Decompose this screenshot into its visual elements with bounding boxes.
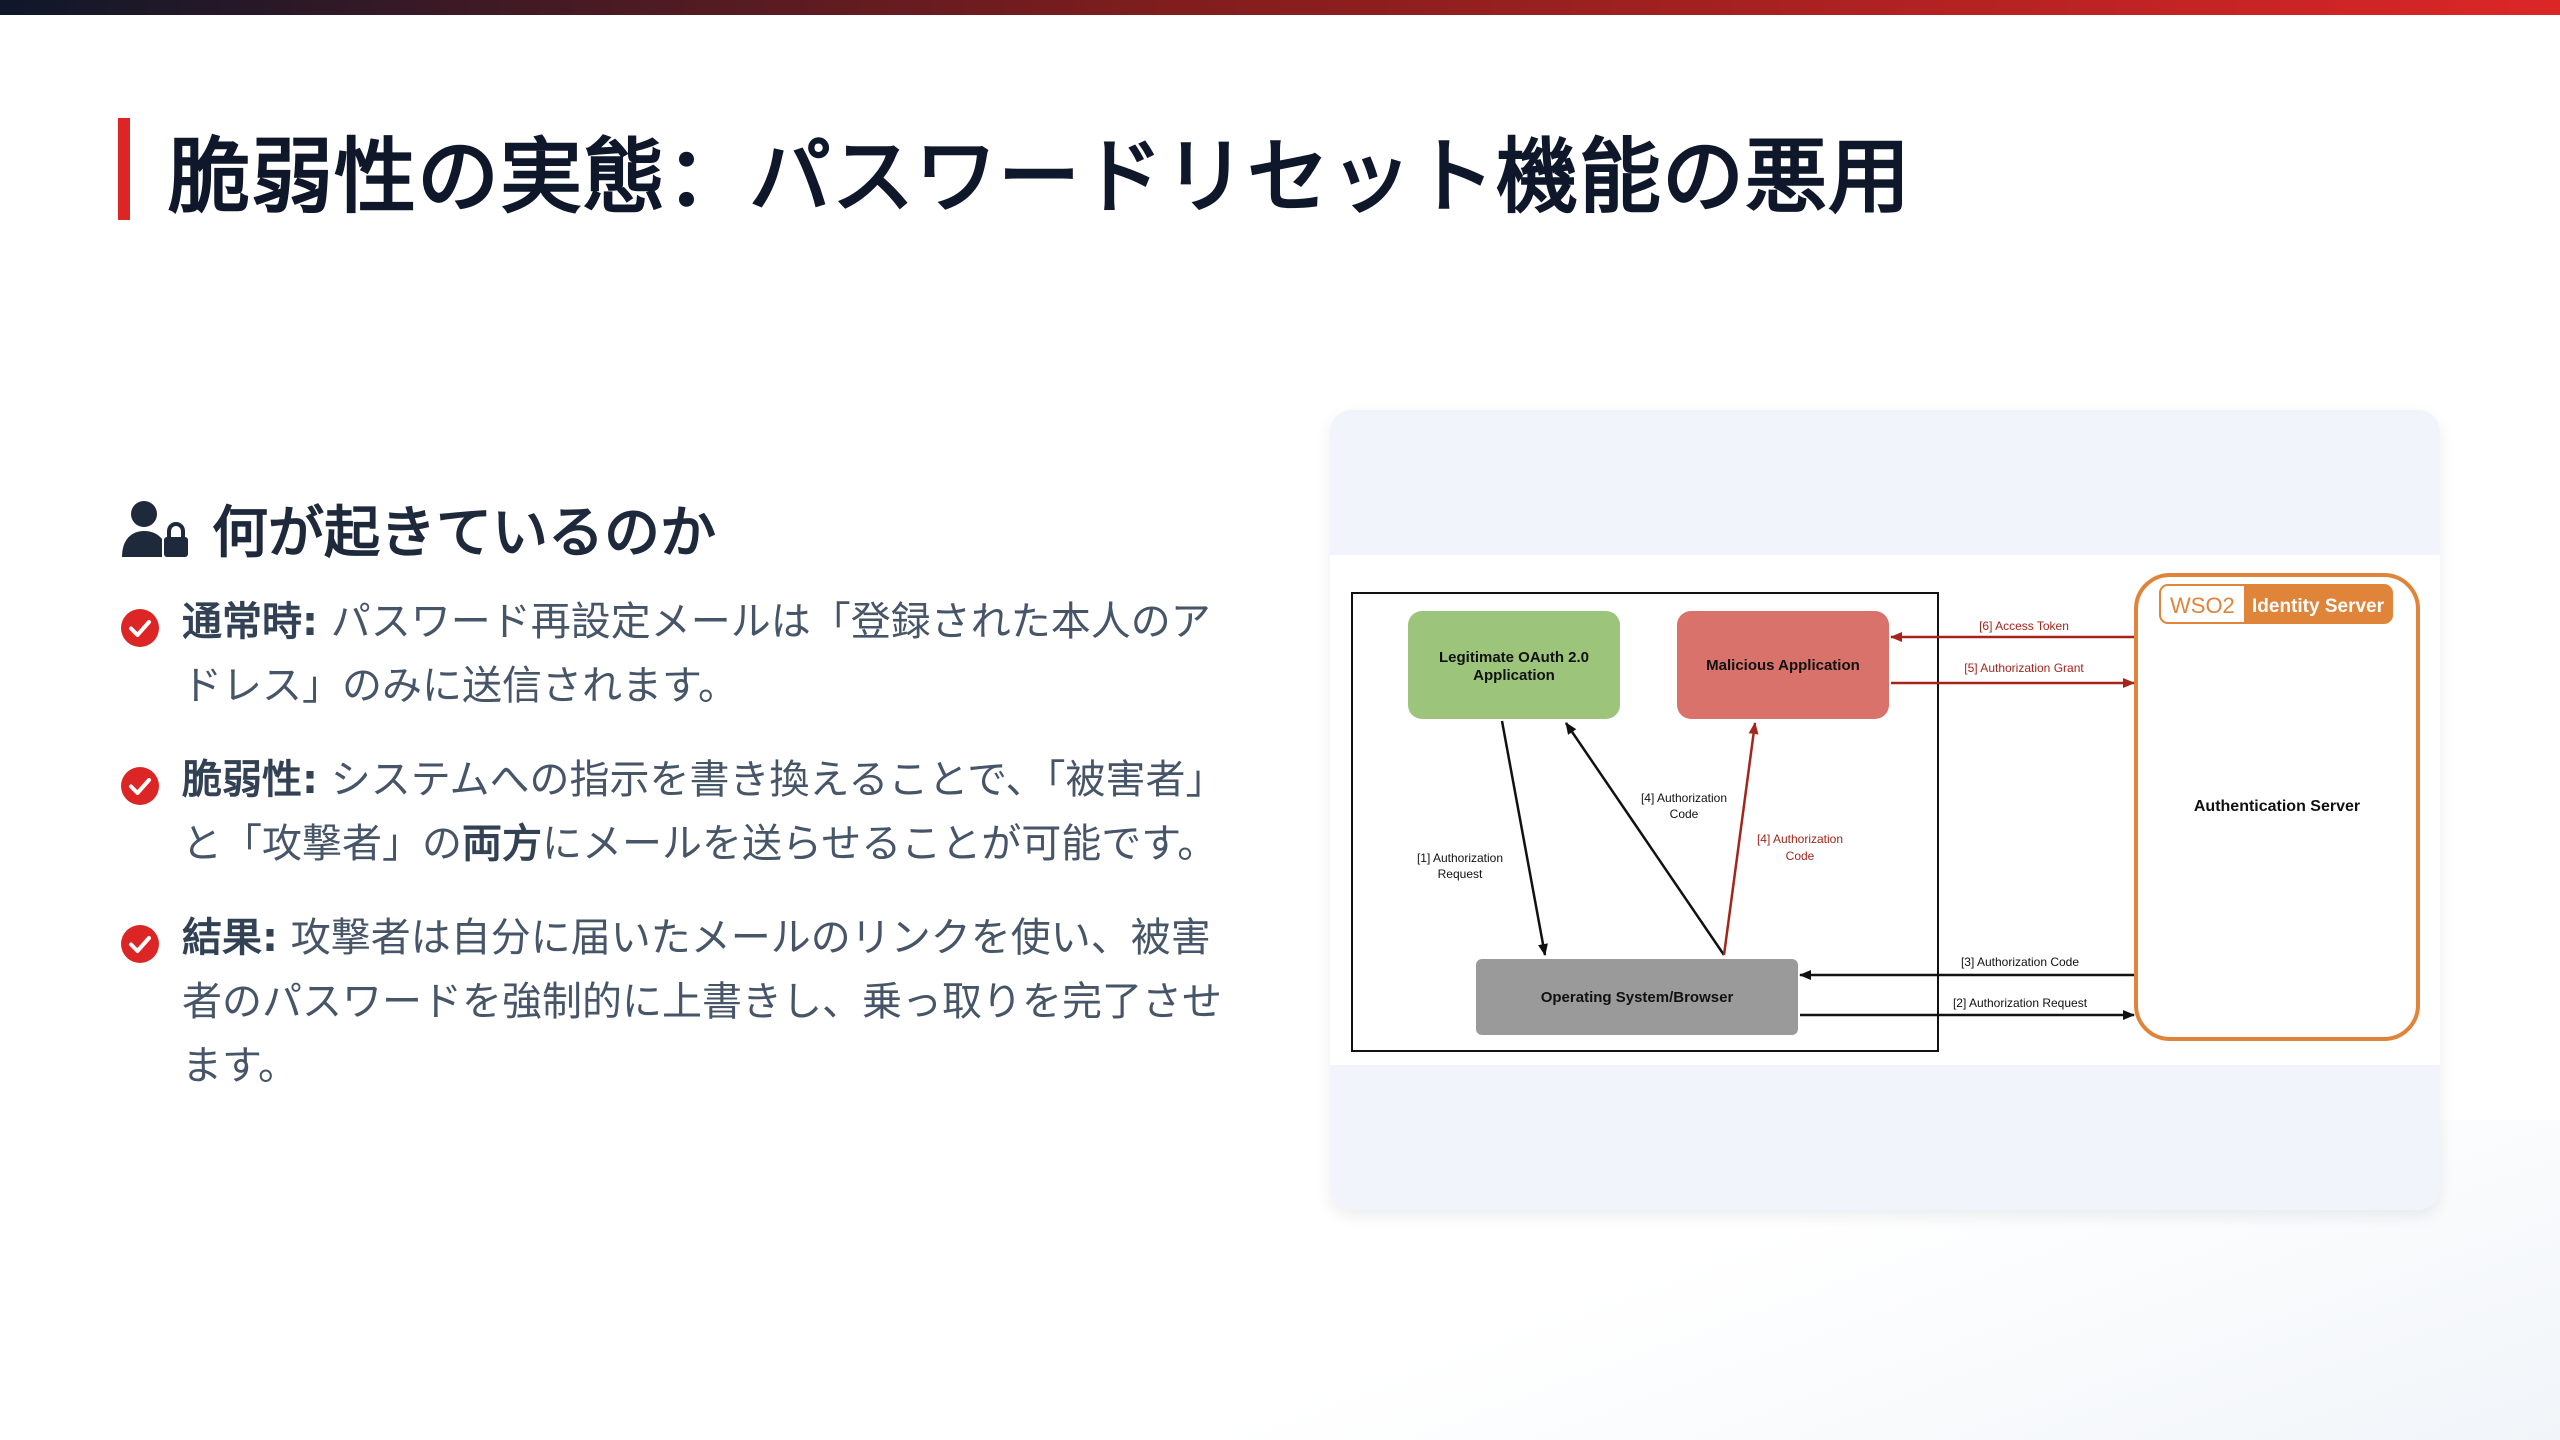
point-list: 通常時: パスワード再設定メールは「登録された本人のアドレス」のみに送信されます… <box>120 590 1240 1128</box>
arrow-authorization-code-malicious <box>1722 722 1759 956</box>
arrow-label: Code <box>1786 849 1815 863</box>
identity-server-text: Identity Server <box>2252 596 2385 617</box>
wso2-text: WSO2 <box>2170 593 2235 618</box>
point-text: 脆弱性: システムへの指示を書き換えることで、「被害者」と「攻撃者」の両方にメー… <box>182 748 1240 876</box>
user-lock-icon <box>122 500 188 557</box>
malicious-app-box <box>1677 611 1889 719</box>
oauth-flow-svg: Legitimate OAuth 2.0 Application Malicio… <box>1351 573 2420 1052</box>
arrow-authorization-request-1 <box>1500 720 1548 956</box>
wso2-logo: WSO2 Identity Server <box>2159 584 2393 624</box>
legit-app-label: Application <box>1473 667 1555 684</box>
arrow-label: [1] Authorization <box>1417 851 1503 865</box>
client-frame <box>1351 592 1939 1052</box>
os-browser-box <box>1476 959 1798 1035</box>
arrow-label: Request <box>1438 867 1483 881</box>
point-text: 通常時: パスワード再設定メールは「登録された本人のアドレス」のみに送信されます… <box>182 590 1240 718</box>
list-item: 結果: 攻撃者は自分に届いたメールのリンクを使い、被害者のパスワードを強制的に上… <box>120 906 1240 1098</box>
point-label: 脆弱性: <box>182 757 318 803</box>
point-body: 攻撃者は自分に届いたメールのリンクを使い、被害者のパスワードを強制的に上書きし、… <box>182 915 1222 1089</box>
arrow-label: [3] Authorization Code <box>1961 955 2079 969</box>
arrow-authorization-code-legit <box>1564 722 1726 956</box>
point-body: パスワード再設定メールは「登録された本人のアドレス」のみに送信されます。 <box>182 599 1211 709</box>
point-label: 結果: <box>182 915 278 961</box>
section-heading-text: 何が起きているのか <box>212 501 716 566</box>
os-browser-label: Operating System/Browser <box>1541 989 1734 1006</box>
point-emphasis: 両方 <box>462 821 542 867</box>
arrow-label: [2] Authorization Request <box>1953 996 2088 1010</box>
legit-app-label: Legitimate OAuth 2.0 <box>1439 649 1589 666</box>
auth-server-label: Authentication Server <box>2194 798 2360 815</box>
section-heading: 何が起きているのか <box>120 488 716 569</box>
top-accent-bar <box>0 0 2560 15</box>
point-body: システムへの指示を書き換えることで、「被害者」と「攻撃者」の <box>182 757 1226 867</box>
title-block: 脆弱性の実態：パスワードリセット機能の悪用 <box>118 118 1911 225</box>
oauth-flow-diagram: Legitimate OAuth 2.0 Application Malicio… <box>1330 555 2440 1065</box>
arrow-label: [6] Access Token <box>1979 619 2069 633</box>
arrow-label: Code <box>1670 807 1699 821</box>
point-label: 通常時: <box>182 599 318 645</box>
check-circle-icon <box>121 767 159 805</box>
legit-app-box <box>1408 611 1620 719</box>
page-title: 脆弱性の実態：パスワードリセット機能の悪用 <box>168 129 1912 225</box>
arrow-label: [4] Authorization <box>1757 832 1843 846</box>
diagram-card: Legitimate OAuth 2.0 Application Malicio… <box>1330 410 2440 1210</box>
arrow-label: [4] Authorization <box>1641 791 1727 805</box>
list-item: 脆弱性: システムへの指示を書き換えることで、「被害者」と「攻撃者」の両方にメー… <box>120 748 1240 876</box>
check-circle-icon <box>121 609 159 647</box>
point-body: にメールを送らせることが可能です。 <box>542 821 1218 867</box>
point-text: 結果: 攻撃者は自分に届いたメールのリンクを使い、被害者のパスワードを強制的に上… <box>182 906 1240 1098</box>
list-item: 通常時: パスワード再設定メールは「登録された本人のアドレス」のみに送信されます… <box>120 590 1240 718</box>
check-circle-icon <box>121 925 159 963</box>
malicious-app-label: Malicious Application <box>1706 657 1860 674</box>
auth-server-box <box>2134 573 2420 1041</box>
arrow-label: [5] Authorization Grant <box>1964 661 2084 675</box>
